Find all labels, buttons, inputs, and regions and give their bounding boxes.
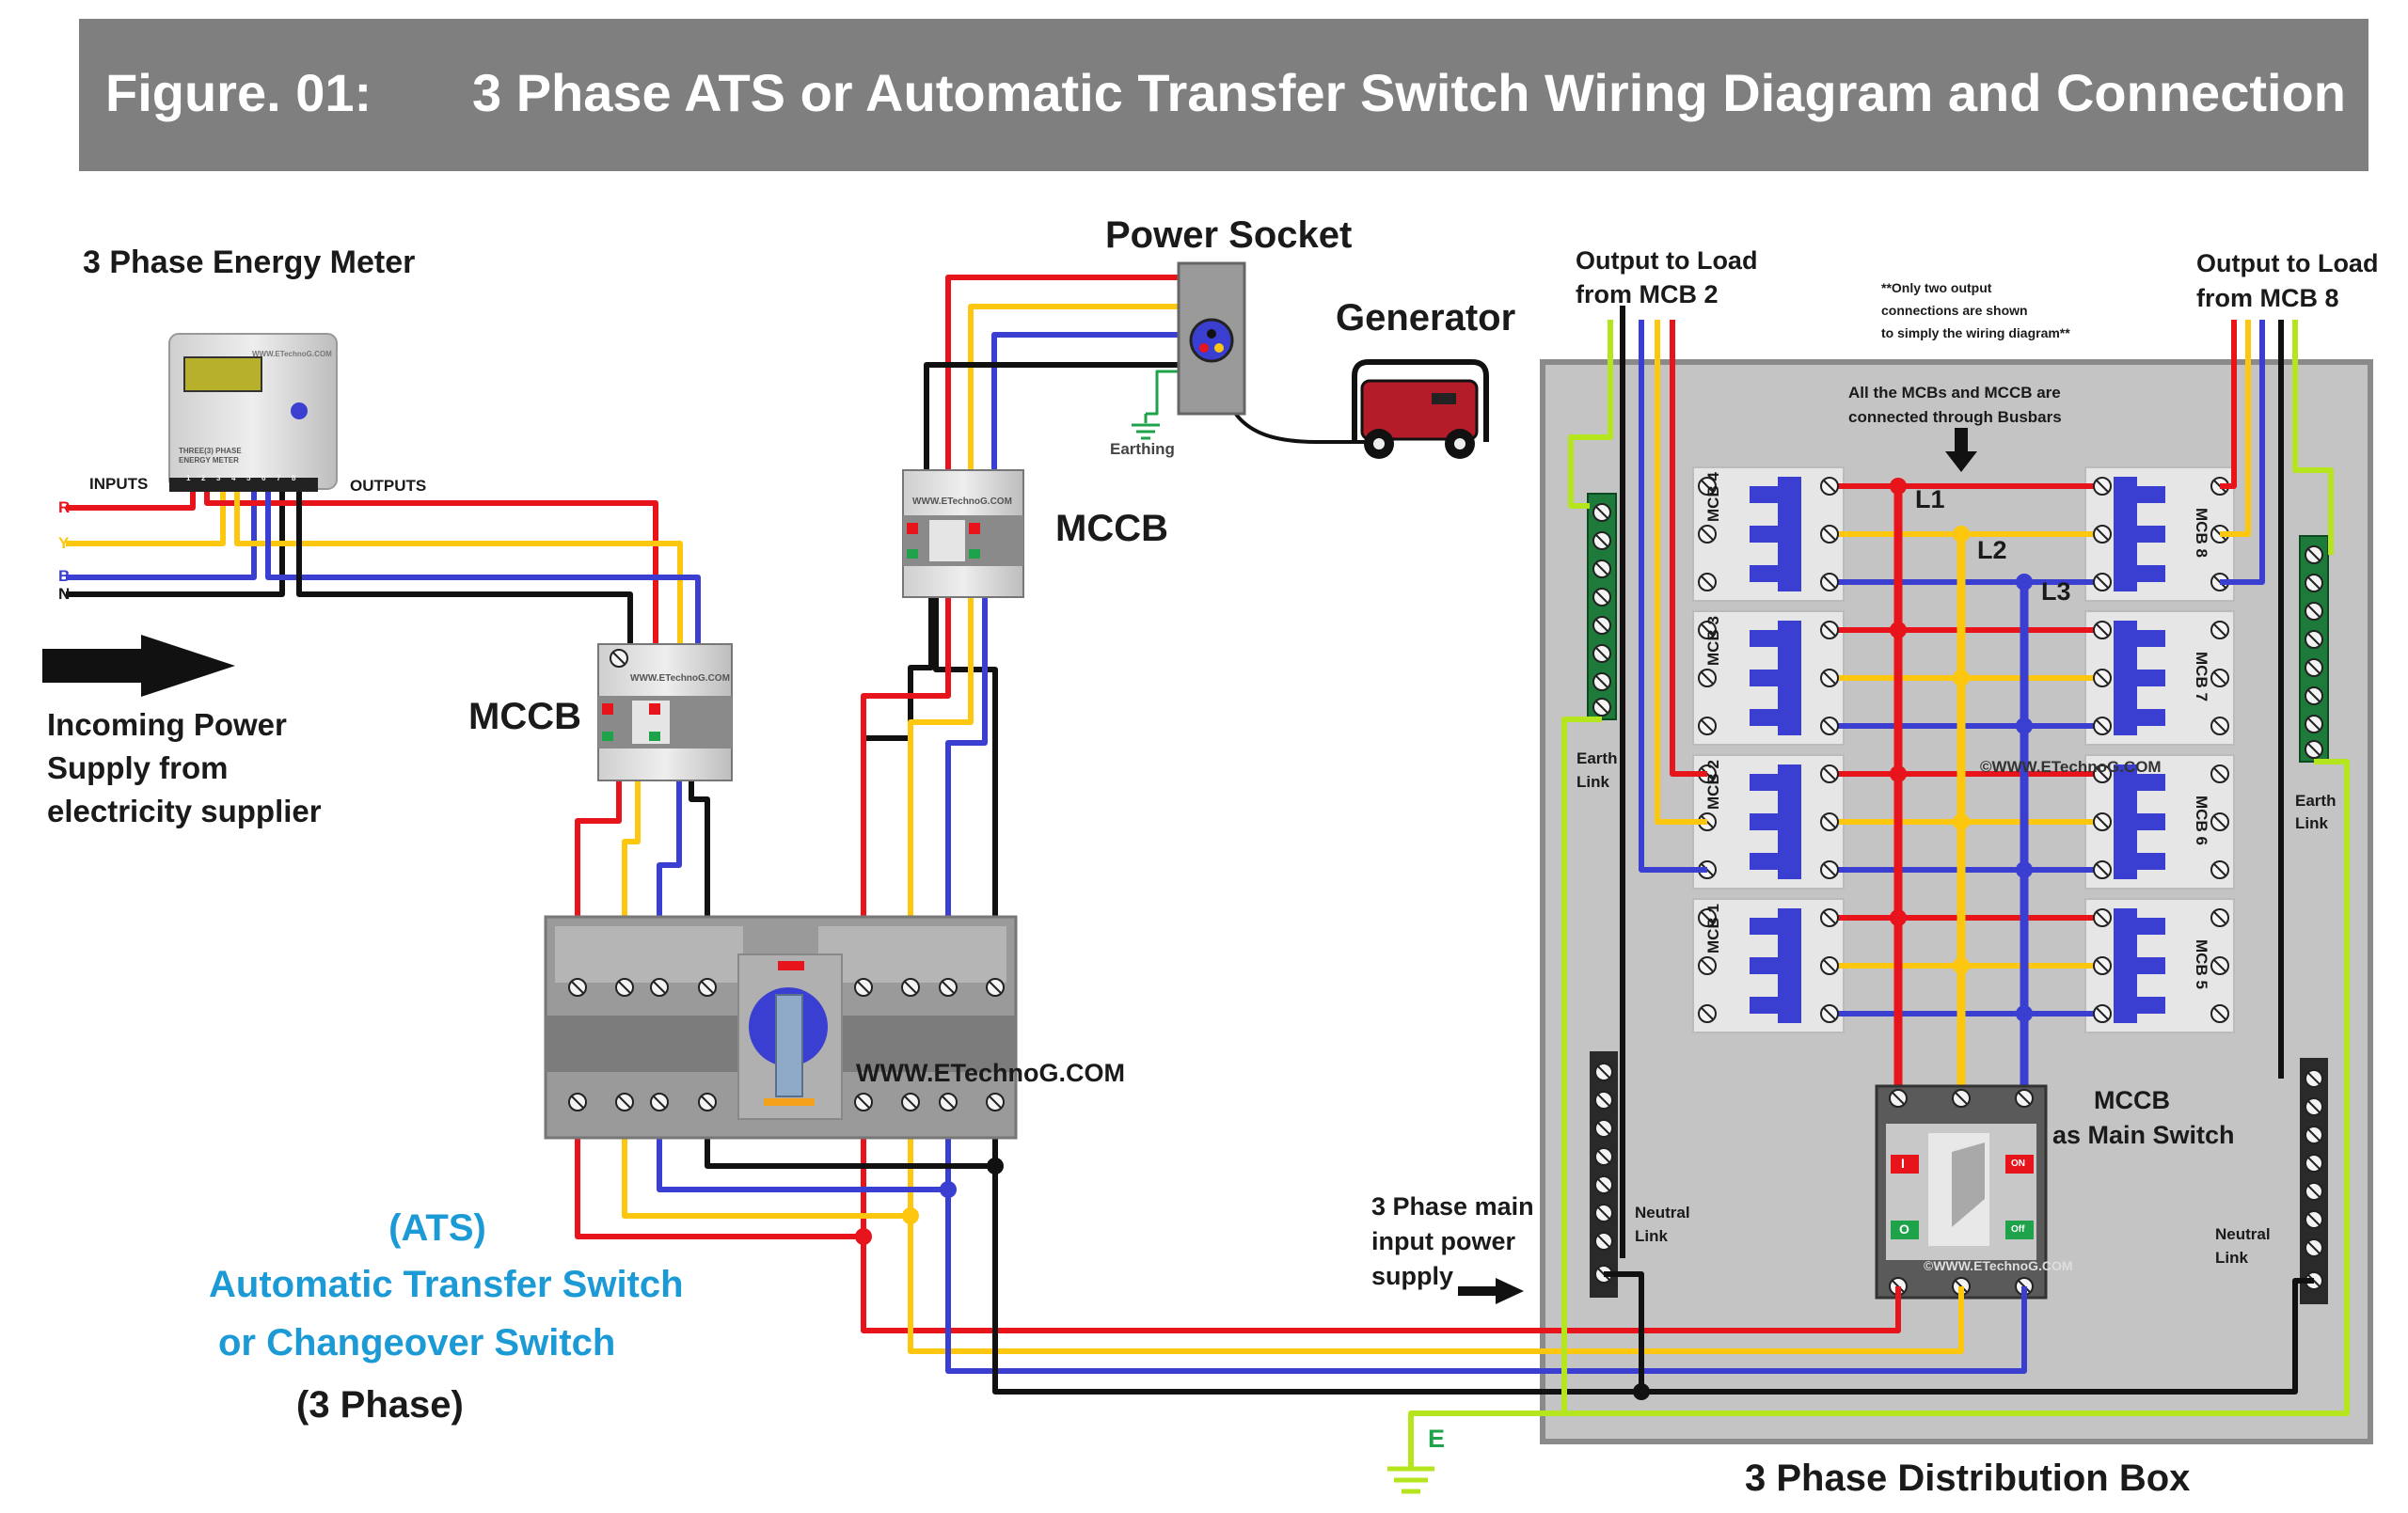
breaker-i-label: I <box>1901 1156 1905 1171</box>
note-line-3: to simply the wiring diagram** <box>1881 325 2070 340</box>
earth-link-left-line-2: Link <box>1576 773 1609 791</box>
busbar-joints <box>1890 478 2033 1022</box>
mccb-left-device <box>597 643 733 781</box>
output-left-line-1: Output to Load <box>1576 246 1758 275</box>
mcb-4-label: MCB 4 <box>1704 472 1722 522</box>
meter-outputs-label: OUTPUTS <box>350 477 427 495</box>
incoming-line-3: electricity supplier <box>47 794 322 828</box>
main-earth-symbol <box>1387 1466 1434 1494</box>
neutral-link-right <box>2300 1058 2328 1304</box>
phase-y-label: Y <box>58 534 70 552</box>
neutral-link-left-line-1: Neutral <box>1635 1204 1690 1221</box>
main-mccb-watermark: ©WWW.ETechnoG.COM <box>1924 1258 2073 1273</box>
figure-title: 3 Phase ATS or Automatic Transfer Switch… <box>472 63 2346 122</box>
earth-link-left-line-1: Earth <box>1576 749 1618 767</box>
meter-terminal-2: 2 <box>201 474 206 482</box>
incoming-line-2: Supply from <box>47 750 229 785</box>
figure-banner <box>79 19 2368 171</box>
neutral-link-right-line-1: Neutral <box>2215 1225 2271 1243</box>
ats-device <box>544 915 1018 1140</box>
main-mccb-device <box>1875 1084 2048 1300</box>
mccb-top-device <box>902 469 1024 598</box>
generator-device <box>1352 359 1489 459</box>
earth-link-right <box>2299 535 2329 763</box>
wire-junctions <box>855 1158 1650 1400</box>
ats-line-2: Automatic Transfer Switch <box>209 1264 684 1305</box>
busbar-note-2: connected through Busbars <box>1848 408 2062 426</box>
phase-b-label: B <box>58 567 71 585</box>
output-right-line-2: from MCB 8 <box>2196 284 2339 312</box>
neutral-link-left-line-2: Link <box>1635 1227 1668 1245</box>
mccb-top-watermark: WWW.ETechnoG.COM <box>912 496 1012 507</box>
earth-link-right-line-2: Link <box>2295 814 2328 832</box>
breaker-off-label: Off <box>2011 1224 2025 1235</box>
mccb-top-label: MCCB <box>1055 508 1168 549</box>
incoming-arrow <box>42 635 235 697</box>
mcb-6-label: MCB 6 <box>2193 796 2210 845</box>
earth-link-right-line-1: Earth <box>2295 792 2337 810</box>
main-input-line-1: 3 Phase main <box>1371 1192 1534 1221</box>
meter-terminal-7: 7 <box>277 474 281 482</box>
busbar-l1-label: L1 <box>1915 485 1945 513</box>
earthing-symbol <box>1132 414 1160 440</box>
mcb-combs <box>1750 477 2165 1023</box>
breaker-o-label: O <box>1899 1221 1909 1237</box>
breaker-on-label: ON <box>2011 1158 2025 1169</box>
mcb-3-label: MCB 3 <box>1704 616 1722 666</box>
mcb-2-label: MCB 2 <box>1704 760 1722 810</box>
power-socket-label: Power Socket <box>1105 214 1353 256</box>
note-line-2: connections are shown <box>1881 303 2028 318</box>
meter-terminal-4: 4 <box>231 474 236 482</box>
output-right-line-1: Output to Load <box>2196 249 2379 277</box>
mccb-left-label: MCCB <box>468 696 581 737</box>
incoming-line-1: Incoming Power <box>47 707 287 742</box>
main-mccb-line-1: MCCB <box>2094 1086 2170 1114</box>
meter-inputs-label: INPUTS <box>89 475 149 493</box>
main-mccb-line-2: as Main Switch <box>2052 1121 2235 1149</box>
meter-terminal-6: 6 <box>261 474 266 482</box>
main-input-line-2: input power <box>1371 1227 1515 1255</box>
main-input-line-3: supply <box>1371 1262 1454 1290</box>
distribution-box-title: 3 Phase Distribution Box <box>1745 1458 2191 1499</box>
note-line-1: **Only two output <box>1881 280 1992 295</box>
wires <box>66 275 2350 1467</box>
energy-meter-device <box>168 333 338 492</box>
ats-line-3: or Changeover Switch <box>218 1322 616 1363</box>
power-socket-device <box>1177 261 1246 416</box>
busbar-note-1: All the MCBs and MCCB are <box>1848 384 2061 402</box>
busbar-l3-label: L3 <box>2041 577 2071 606</box>
box-watermark: ©WWW.ETechnoG.COM <box>1980 758 2162 776</box>
ats-watermark: WWW.ETechnoG.COM <box>856 1059 1125 1087</box>
phase-n-label: N <box>58 585 71 603</box>
busbar-l2-label: L2 <box>1977 536 2007 564</box>
meter-text-2: ENERGY METER <box>179 456 239 465</box>
earth-link-left <box>1587 493 1617 720</box>
mcb-8-label: MCB 8 <box>2193 508 2210 558</box>
earth-e-label: E <box>1428 1425 1446 1453</box>
phase-r-label: R <box>58 498 71 516</box>
meter-watermark: WWW.ETechnoG.COM <box>252 350 332 358</box>
ats-line-1: (ATS) <box>388 1207 486 1249</box>
meter-terminal-5: 5 <box>246 474 251 482</box>
neutral-link-left <box>1590 1051 1618 1298</box>
mcb-5-label: MCB 5 <box>2193 939 2210 989</box>
meter-terminal-8: 8 <box>292 474 296 482</box>
figure-number: Figure. 01: <box>105 63 372 122</box>
busbar-arrow <box>1945 428 1977 472</box>
main-input-arrow <box>1458 1278 1524 1304</box>
earthing-label: Earthing <box>1110 440 1175 458</box>
neutral-link-right-line-2: Link <box>2215 1249 2248 1267</box>
generator-label: Generator <box>1336 297 1516 339</box>
mcb-1-label: MCB 1 <box>1704 904 1722 954</box>
output-left-line-2: from MCB 2 <box>1576 280 1719 308</box>
mccb-left-watermark: WWW.ETechnoG.COM <box>630 673 730 684</box>
meter-terminal-3: 3 <box>216 474 221 482</box>
mcb-7-label: MCB 7 <box>2193 652 2210 701</box>
meter-text-1: THREE(3) PHASE <box>179 447 242 455</box>
energy-meter-title: 3 Phase Energy Meter <box>83 244 416 280</box>
meter-terminal-1: 1 <box>186 474 191 482</box>
ats-line-4: (3 Phase) <box>296 1384 464 1426</box>
